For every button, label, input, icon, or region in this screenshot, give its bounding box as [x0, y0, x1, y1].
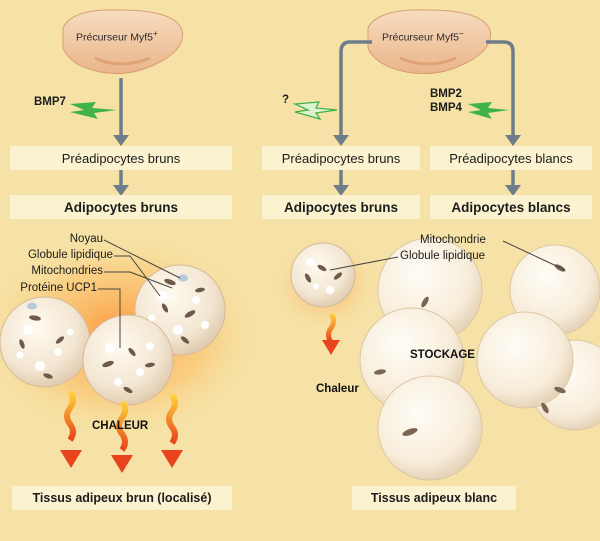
brown-adipocyte-cluster	[0, 264, 226, 406]
bmp2-label: BMP2	[430, 88, 462, 100]
arrow-heads	[113, 135, 521, 196]
heat-wave-arrows	[60, 390, 183, 473]
unknown-signal-label: ?	[282, 94, 290, 106]
lineage-arrows	[119, 40, 515, 187]
heat-wave-arrow-small	[322, 312, 340, 355]
lipid-droplet-label-right: Globule lipidique	[400, 250, 486, 262]
ucp1-protein-label: Protéine UCP1	[20, 282, 97, 294]
mitochondria-label: Mitochondries	[31, 265, 103, 277]
white-adipocytes-box: Adipocytes blancs	[430, 195, 592, 219]
heat-label-left: CHALEUR	[92, 420, 149, 432]
precursor-myf5-plus-cell	[62, 9, 184, 75]
white-preadipocytes-box: Préadipocytes blancs	[430, 146, 592, 170]
heat-label-right: Chaleur	[316, 383, 359, 395]
brown-adipocyte-small	[290, 242, 356, 308]
label-leader-lines-right	[329, 240, 566, 271]
brown-tissue-caption: Tissus adipeux brun (localisé)	[12, 486, 232, 510]
bmp7-label: BMP7	[34, 96, 66, 108]
precursor-myf5-minus-cell	[367, 9, 492, 75]
label-leader-lines	[98, 239, 181, 348]
lipid-droplets	[16, 291, 209, 386]
bmp7-signal-bolt-icon	[70, 102, 117, 119]
bmp2-bmp4-signal-bolt-icon	[468, 102, 509, 119]
lipid-droplet-label: Globule lipidique	[27, 249, 113, 261]
brown-adipocytes-box-right: Adipocytes bruns	[262, 195, 420, 219]
bmp4-label: BMP4	[430, 102, 462, 114]
storage-label: STOCKAGE	[410, 349, 475, 361]
white-tissue-caption: Tissus adipeux blanc	[352, 486, 516, 510]
mitochondrion-label: Mitochondrie	[420, 234, 486, 246]
precursor-myf5-minus-label: Précurseur Myf5−	[382, 29, 464, 44]
nucleus-label: Noyau	[69, 233, 103, 245]
brown-adipocytes-box-left: Adipocytes bruns	[10, 195, 232, 219]
precursor-myf5-plus-label: Précurseur Myf5+	[76, 29, 158, 44]
white-adipocyte-cluster	[359, 237, 600, 481]
mitochondria-icons	[19, 278, 205, 394]
brown-preadipocytes-box-right: Préadipocytes bruns	[262, 146, 420, 170]
nuclei-icons	[27, 274, 188, 310]
unknown-signal-bolt-icon	[292, 101, 338, 121]
brown-preadipocytes-box-left: Préadipocytes bruns	[10, 146, 232, 170]
